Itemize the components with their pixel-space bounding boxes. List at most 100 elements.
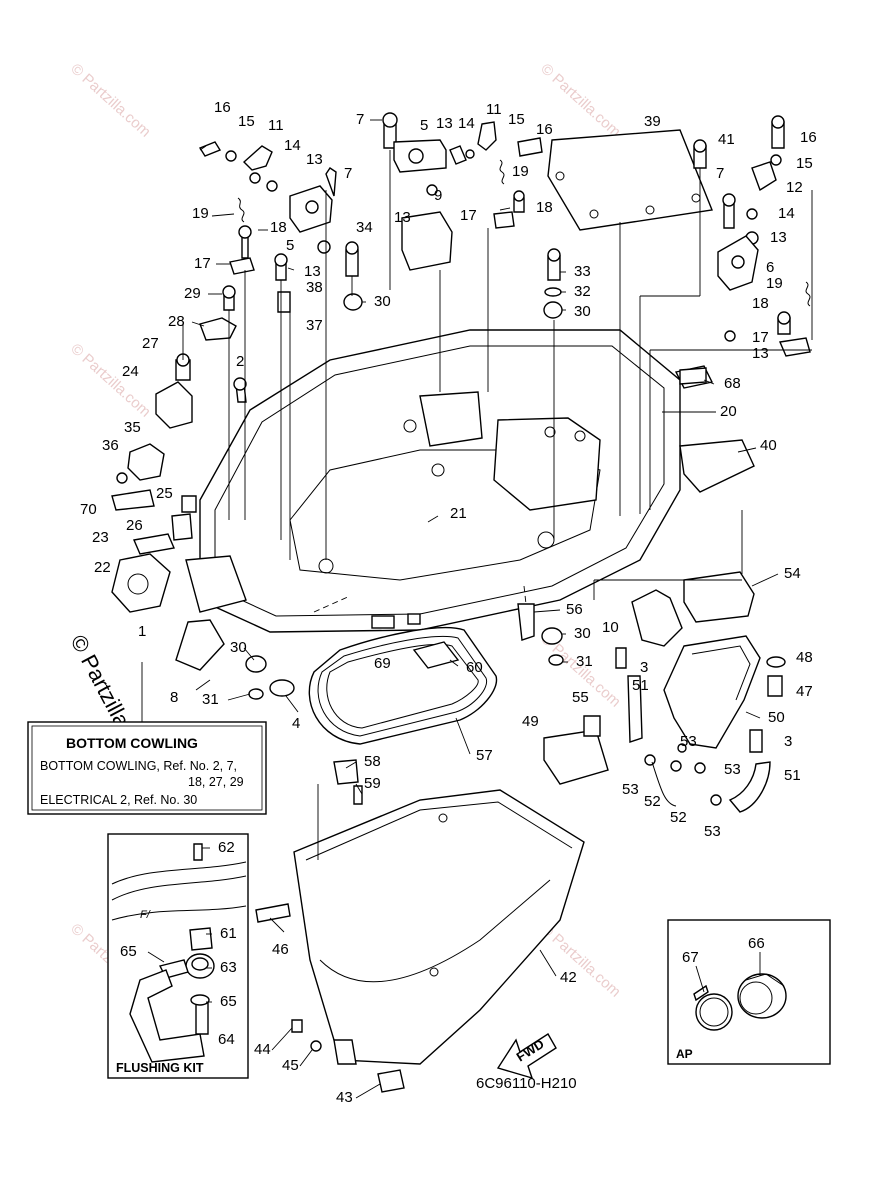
lower-cowling (255, 759, 585, 1093)
watermark: © Partzilla.com (67, 60, 153, 140)
callout-17: 17 (460, 207, 477, 224)
callout-65: 65 (120, 943, 137, 960)
callout-25: 25 (156, 485, 173, 502)
callout-18: 18 (270, 219, 287, 236)
callout-38: 38 (306, 279, 323, 296)
callout-13: 13 (752, 345, 769, 362)
callout-45: 45 (282, 1057, 299, 1074)
callout-51: 51 (632, 677, 649, 694)
callout-13: 13 (436, 115, 453, 132)
watermark: © Partzilla.com (537, 920, 623, 1000)
callout-18: 18 (752, 295, 769, 312)
callout-ticks (147, 119, 779, 1099)
callout-26: 26 (126, 517, 143, 534)
svg-text:F/: F/ (140, 909, 151, 921)
callout-labels: 16 15 11 14 13 7 19 18 5 13 17 38 29 28 … (80, 99, 817, 1106)
callout-56: 56 (566, 601, 583, 618)
callout-35: 35 (124, 419, 141, 436)
callout-14: 14 (458, 115, 475, 132)
callout-49: 49 (522, 713, 539, 730)
callout-39: 39 (644, 113, 661, 130)
callout-13: 13 (770, 229, 787, 246)
callout-2: 2 (236, 353, 244, 370)
callout-17: 17 (752, 329, 769, 346)
leader-lines (141, 150, 813, 860)
callout-59: 59 (364, 775, 381, 792)
callout-65: 65 (220, 993, 237, 1010)
callout-46: 46 (272, 941, 289, 958)
callout-28: 28 (168, 313, 185, 330)
callout-66: 66 (748, 935, 765, 952)
callout-1: 1 (138, 623, 146, 640)
callout-34: 34 (356, 219, 373, 236)
callout-52: 52 (670, 809, 687, 826)
callout-53: 53 (704, 823, 721, 840)
callout-14: 14 (778, 205, 795, 222)
info-box-line3: ELECTRICAL 2, Ref. No. 30 (40, 793, 197, 807)
callout-19: 19 (766, 275, 783, 292)
callout-37: 37 (306, 317, 323, 334)
callout-16: 16 (800, 129, 817, 146)
flushing-kit-label: FLUSHING KIT (116, 1061, 204, 1075)
callout-30: 30 (574, 303, 591, 320)
callout-10: 10 (602, 619, 619, 636)
info-box-title: BOTTOM COWLING (66, 735, 198, 751)
callout-5: 5 (420, 117, 428, 134)
callout-51: 51 (784, 767, 801, 784)
callout-64: 64 (218, 1031, 235, 1048)
callout-53: 53 (724, 761, 741, 778)
callout-47: 47 (796, 683, 813, 700)
diagram-code: 6C96110-H210 (476, 1075, 577, 1092)
callout-61: 61 (220, 925, 237, 942)
info-box: BOTTOM COWLING BOTTOM COWLING, Ref. No. … (27, 721, 267, 815)
callout-55: 55 (572, 689, 589, 706)
callout-27: 27 (142, 335, 159, 352)
callout-20: 20 (720, 403, 737, 420)
info-box-line1: BOTTOM COWLING, Ref. No. 2, 7, (40, 759, 237, 773)
ap-label: AP (676, 1047, 693, 1061)
callout-9: 9 (434, 187, 442, 204)
callout-13: 13 (304, 263, 321, 280)
callout-67: 67 (682, 949, 699, 966)
callout-13: 13 (306, 151, 323, 168)
info-box-line2: 18, 27, 29 (188, 775, 244, 789)
callout-11: 11 (268, 117, 284, 134)
callout-44: 44 (254, 1041, 271, 1058)
callout-41: 41 (718, 131, 735, 148)
fwd-arrow: FWD (496, 1033, 557, 1080)
callout-58: 58 (364, 753, 381, 770)
callout-22: 22 (94, 559, 111, 576)
callout-19: 19 (512, 163, 529, 180)
callout-8: 8 (170, 689, 178, 706)
callout-30: 30 (574, 625, 591, 642)
callout-29: 29 (184, 285, 201, 302)
callout-21: 21 (450, 505, 467, 522)
callout-63: 63 (220, 959, 237, 976)
callout-14: 14 (284, 137, 301, 154)
bottom-cowling-body (111, 329, 755, 671)
callout-32: 32 (574, 283, 591, 300)
callout-60: 60 (466, 659, 483, 676)
callout-15: 15 (796, 155, 813, 172)
callout-13: 13 (394, 209, 411, 226)
callout-7: 7 (716, 165, 724, 182)
callout-16: 16 (536, 121, 553, 138)
callout-7: 7 (356, 111, 364, 128)
callout-15: 15 (238, 113, 255, 130)
callout-40: 40 (760, 437, 777, 454)
callout-33: 33 (574, 263, 591, 280)
callout-18: 18 (536, 199, 553, 216)
right-side-hardware (543, 571, 786, 813)
callout-16: 16 (214, 99, 231, 116)
callout-19: 19 (192, 205, 209, 222)
callout-23: 23 (92, 529, 109, 546)
cowling-seal (245, 603, 627, 745)
callout-43: 43 (336, 1089, 353, 1106)
callout-17: 17 (194, 255, 211, 272)
callout-6: 6 (766, 259, 774, 276)
callout-12: 12 (786, 179, 803, 196)
callout-30: 30 (230, 639, 247, 656)
callout-62: 62 (218, 839, 235, 856)
callout-31: 31 (202, 691, 219, 708)
callout-4: 4 (292, 715, 300, 732)
